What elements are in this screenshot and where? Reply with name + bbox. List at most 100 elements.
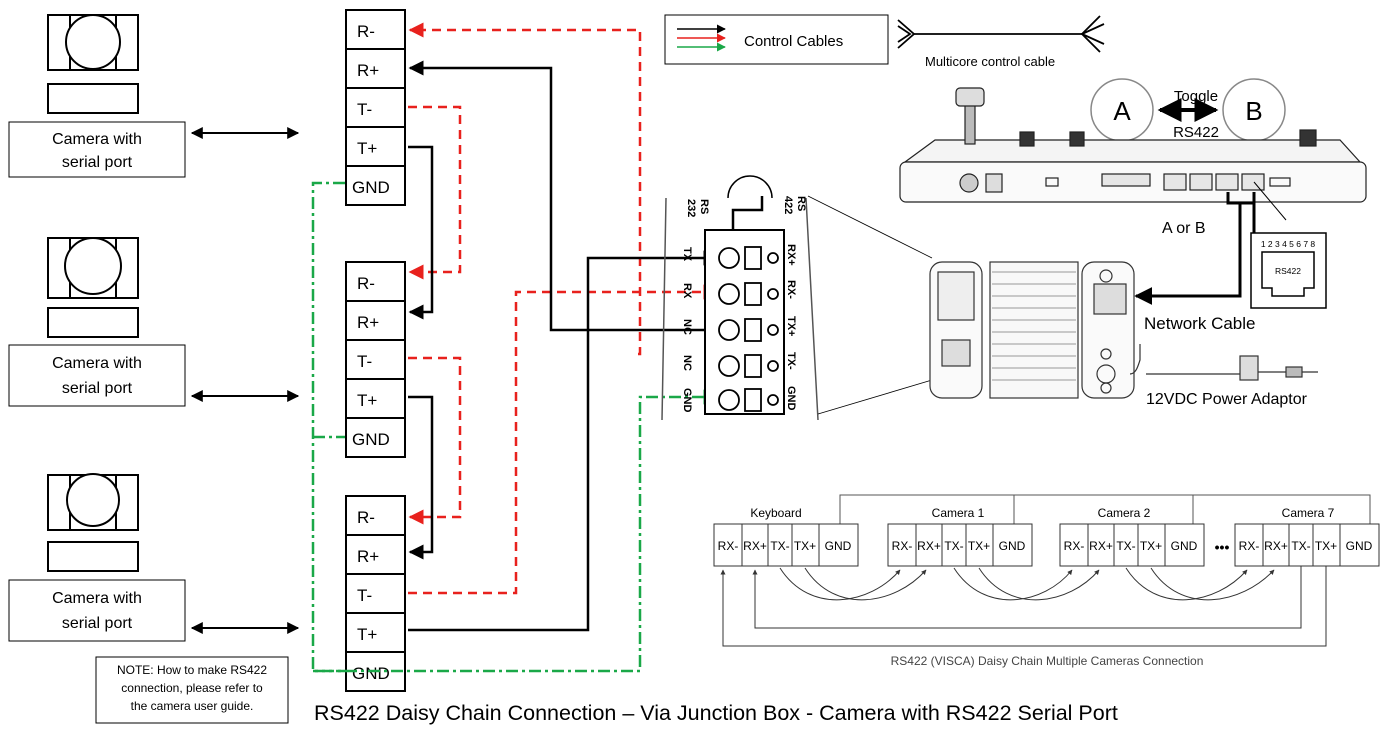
camera-icon [47,14,139,114]
terminal-gnd: GND [352,664,390,683]
camera-label-line1: Camera with [52,355,142,372]
pin-label: TX+ [1140,539,1162,553]
camera-3: Camera with serial port [8,473,300,642]
pin-gnd: GND [681,388,693,413]
red-wire-tx-minus-to-r-minus [408,22,642,356]
pin-gnd: GND [785,386,797,411]
pin-tx: TX [681,247,693,262]
terminal-block-1: R- R+ T- T+ GND [345,9,406,206]
toggle-group: A B Toggle RS422 [1090,78,1286,142]
red-wires [408,22,719,595]
terminal-gnd: GND [352,178,390,197]
camera-icon [47,237,139,338]
black-wire-t-plus-3 [408,250,719,632]
terminal-t-plus: T+ [357,139,377,158]
pin-label: RX+ [917,539,941,553]
terminal-block-3: R- R+ T- T+ GND [345,495,406,692]
rs422-pinout-box: 1 2 3 4 5 6 7 8 RS422 [1250,232,1327,309]
power-adaptor-label: 12VDC Power Adaptor [1146,391,1308,408]
pin-label: GND [825,539,852,553]
rs422-label: RS [795,196,807,211]
ellipsis: ••• [1215,539,1230,555]
pin-label: RX- [718,539,739,553]
pin-label: GND [999,539,1026,553]
toggle-b: B [1245,96,1262,126]
note-line1: NOTE: How to make RS422 [117,663,267,677]
terminal-t-minus: T- [357,100,372,119]
camera-label-box [8,121,186,178]
note-line2: connection, please refer to [121,681,263,695]
pin-rx-plus: RX+ [785,244,797,266]
camera-1: Camera with serial port [8,14,300,178]
daisy-caption: RS422 (VISCA) Daisy Chain Multiple Camer… [891,654,1204,668]
black-wire-t-plus-2 [408,395,434,560]
camera-label-line2: serial port [62,380,133,397]
pin-nc: NC [681,319,693,335]
pin-label: TX- [1291,539,1310,553]
terminal-t-minus: T- [357,586,372,605]
network-cable-label: Network Cable [1144,314,1256,333]
daisy-camera-7: Camera 7 RX- RX+ TX- TX+ GND [1234,506,1380,567]
zoom-lines [807,195,933,415]
terminal-r-plus: R+ [357,313,379,332]
pin-label: GND [1171,539,1198,553]
pin-label: TX+ [1315,539,1337,553]
pin-label: TX- [1116,539,1135,553]
pin-label: GND [1346,539,1373,553]
a-or-b-label: A or B [1162,220,1206,237]
pin-label: RX+ [1264,539,1288,553]
terminal-r-minus: R- [357,274,375,293]
rs232-label: RS [698,199,710,214]
power-adaptor-image [1129,344,1318,381]
black-wire-tx-plus-to-r-plus [408,60,717,332]
camera-label-line1: Camera with [52,131,142,148]
pin-label: TX- [770,539,789,553]
camera-label-line2: serial port [62,154,133,171]
green-wires [311,181,719,673]
camera-2: Camera with serial port [8,237,300,407]
junction-box: RS 232 RS 422 TX RX NC NC GND RX+ RX- TX… [661,175,933,421]
page-title: RS422 Daisy Chain Connection – Via Junct… [314,701,1118,725]
multicore-cable-icon [897,15,1105,53]
note-line3: the camera user guide. [131,699,254,713]
terminal-r-plus: R+ [357,547,379,566]
pin-tx-plus: TX+ [785,316,797,336]
camera-label-box [8,579,186,642]
legend: Control Cables [664,14,889,65]
rs232-label-num: 232 [685,199,697,217]
pin-label: RX- [892,539,913,553]
pin-label: TX+ [794,539,816,553]
rs422-label-num: 422 [782,196,794,214]
terminal-t-minus: T- [357,352,372,371]
black-wire-t-plus-1 [408,145,434,320]
terminal-r-plus: R+ [357,61,379,80]
terminal-gnd: GND [352,430,390,449]
toggle-rs422-label: RS422 [1173,124,1219,141]
pin-label: RX+ [743,539,767,553]
camera-icon [47,473,139,572]
device-label: Camera 7 [1282,506,1335,520]
device-label: Camera 1 [932,506,985,520]
keyboard-port-connector [1136,181,1287,296]
red-wire-t-minus-3 [408,284,719,595]
daisy-chain-diagram: Keyboard RX- RX+ TX- TX+ GND Camera 1 RX… [713,494,1380,668]
pin-label: TX- [944,539,963,553]
pin-label: TX+ [968,539,990,553]
camera-label-line1: Camera with [52,590,142,607]
pin-label: RS422 [1275,266,1301,276]
toggle-label: Toggle [1174,88,1218,105]
terminal-block-2: R- R+ T- T+ GND [345,261,406,458]
pin-nc: NC [681,355,693,371]
pin-tx-minus: TX- [785,352,797,370]
daisy-keyboard: Keyboard RX- RX+ TX- TX+ GND [713,506,859,567]
pin-label: RX- [1239,539,1260,553]
terminal-r-minus: R- [357,22,375,41]
terminal-t-plus: T+ [357,391,377,410]
pin-rx-minus: RX- [785,280,797,299]
pin-label: RX- [1064,539,1085,553]
terminal-t-plus: T+ [357,625,377,644]
device-label: Camera 2 [1098,506,1151,520]
camera-label-box [8,344,186,407]
black-wires [408,60,719,632]
